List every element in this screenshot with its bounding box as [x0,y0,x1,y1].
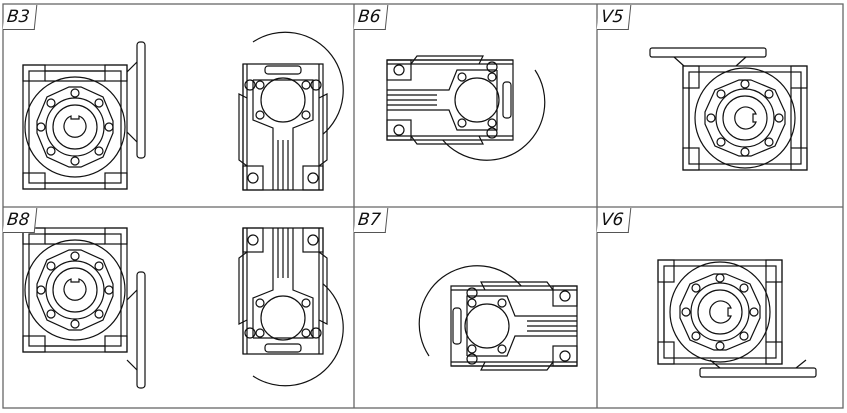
position-label-b6: B6 [353,5,389,30]
position-label-b7: B7 [353,208,389,233]
b3-side-view [238,31,344,191]
v6-front-view [657,259,817,378]
b6-side-view [386,55,546,161]
position-label-v5: V5 [596,5,632,30]
grid-lines [2,3,844,409]
position-label-b8: B8 [2,208,38,233]
b3-front-view [22,41,146,190]
position-label-b3: B3 [2,5,38,30]
b8-front-view [22,227,146,389]
v5-front-view [649,47,808,171]
b7-side-view [418,265,578,371]
b8-side-view [238,227,344,387]
position-label-v6: V6 [596,208,632,233]
